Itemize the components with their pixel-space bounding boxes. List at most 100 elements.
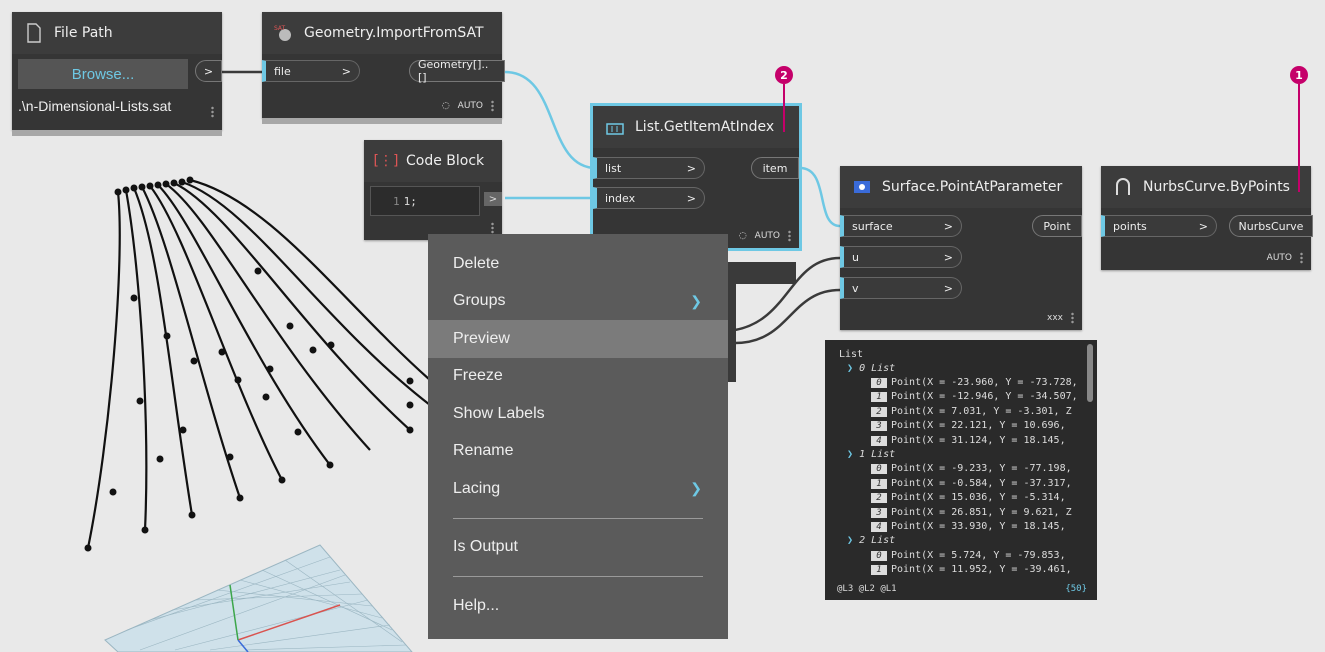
code-editor[interactable]: 1 1; [370,186,480,216]
line-number: 1 [393,194,400,208]
more-options-icon[interactable] [211,106,214,118]
more-options-icon[interactable] [788,230,791,242]
geometry-output-port[interactable]: Geometry[]..[] [409,58,505,84]
point-output-port[interactable]: Point [1032,215,1082,237]
code-block-icon: [⋮] [373,153,399,169]
browse-button[interactable]: Browse... [18,59,188,89]
surface-icon [852,176,872,198]
lacing-mode: AUTO [754,231,780,241]
file-path-value: .\n-Dimensional-Lists.sat [18,98,172,114]
node-footer: AUTO [1267,252,1303,264]
connector-wires [504,70,841,228]
import-sat-node[interactable]: SAT Geometry.ImportFromSAT file> Geometr… [262,12,505,124]
list-icon [605,116,625,138]
node-status-bar [12,130,222,136]
callout-badge-2: 2 [775,66,793,84]
preview-curves [86,178,431,549]
file-icon [24,22,44,44]
node-title: Geometry.ImportFromSAT [304,25,484,41]
preview-points [84,176,414,552]
nurbs-output-port[interactable]: NurbsCurve [1229,215,1313,237]
code-text: 1; [403,194,417,208]
file-input-port[interactable]: file> [262,60,360,82]
list-group-header[interactable]: ❯ 0 List [847,363,896,374]
node-title: Surface.PointAtParameter [882,179,1063,195]
index-input-port[interactable]: index> [593,187,705,209]
menu-item-show-labels[interactable]: Show Labels [453,404,545,422]
sat-icon: SAT [274,22,294,44]
eye-hidden-icon[interactable]: ◌ [441,101,450,111]
nurbs-icon [1113,176,1133,198]
preview-scrollbar[interactable] [1087,344,1093,402]
code-output-port[interactable]: > [484,192,502,206]
callout-badge-1: 1 [1290,66,1308,84]
chevron-down-icon: ❯ [847,535,854,546]
v-input-port[interactable]: v> [840,277,962,299]
more-options-icon[interactable] [1071,312,1074,324]
dark-wires [222,70,841,345]
eye-hidden-icon[interactable]: ◌ [738,231,747,241]
node-title: File Path [54,25,113,41]
node-title: NurbsCurve.ByPoints [1143,179,1290,195]
file-path-output-port[interactable]: > [195,60,222,82]
chevron-down-icon: ❯ [847,449,854,460]
callout-line-2 [783,84,785,132]
import-sat-header[interactable]: SAT Geometry.ImportFromSAT [262,12,502,54]
nurbs-curve-by-points-node[interactable]: NurbsCurve.ByPoints points> NurbsCurve A… [1101,166,1313,270]
more-options-icon[interactable] [491,100,494,112]
node-footer: xxx [1047,312,1074,324]
menu-item-freeze[interactable]: Freeze [453,367,503,385]
node-footer: ◌ AUTO [739,230,791,242]
callout-line-1 [1298,84,1300,192]
get-item-header[interactable]: List.GetItemAtIndex [593,106,799,148]
points-input-port[interactable]: points> [1101,215,1217,237]
chevron-right-icon: ❯ [690,292,702,309]
chevron-down-icon: ❯ [847,363,854,374]
menu-item-delete[interactable]: Delete [453,254,500,272]
nurbs-header[interactable]: NurbsCurve.ByPoints [1101,166,1311,208]
lacing-mode: AUTO [457,101,483,111]
node-footer: ◌ AUTO [442,100,494,112]
list-group-header[interactable]: ❯ 2 List [847,535,896,546]
code-block-node[interactable]: [⋮] Code Block 1 1; > [364,140,502,240]
menu-item-is-output[interactable]: Is Output [453,538,518,556]
file-path-node[interactable]: File Path Browse... > .\n-Dimensional-Li… [12,12,222,136]
menu-item-lacing[interactable]: Lacing❯ [453,479,702,497]
list-group-header[interactable]: ❯ 1 List [847,449,896,460]
code-block-header[interactable]: [⋮] Code Block [364,140,502,182]
preview-root-label: List [839,349,864,360]
get-item-at-index-node[interactable]: List.GetItemAtIndex list> index> item ◌ A… [590,103,802,251]
item-count: {50} [1065,584,1087,594]
u-input-port[interactable]: u> [840,246,962,268]
menu-item-help[interactable]: Help... [453,596,500,614]
lacing-mode: xxx [1047,313,1063,323]
preview-footer: @L3 @L2 @L1 {50} [837,584,1087,594]
list-levels[interactable]: @L3 @L2 @L1 [837,584,897,594]
surface-point-at-parameter-node[interactable]: Surface.PointAtParameter surface> u> v> … [840,166,1082,330]
svg-text:SAT: SAT [274,25,286,32]
node-title: Code Block [406,153,485,169]
lacing-mode: AUTO [1266,253,1292,263]
item-output-port[interactable]: item [751,157,799,179]
menu-item-preview[interactable]: Preview [428,320,728,358]
surface-input-port[interactable]: surface> [840,215,962,237]
menu-item-groups[interactable]: Groups❯ [453,292,702,310]
more-options-icon[interactable] [1300,252,1303,264]
context-menu: Delete Groups❯ Preview Freeze Show Label… [428,234,728,639]
list-input-port[interactable]: list> [593,157,705,179]
menu-item-rename[interactable]: Rename [453,442,514,460]
node-status-bar [262,118,502,124]
surface-header[interactable]: Surface.PointAtParameter [840,166,1082,208]
more-options-icon[interactable] [491,222,494,234]
file-path-header[interactable]: File Path [12,12,222,54]
